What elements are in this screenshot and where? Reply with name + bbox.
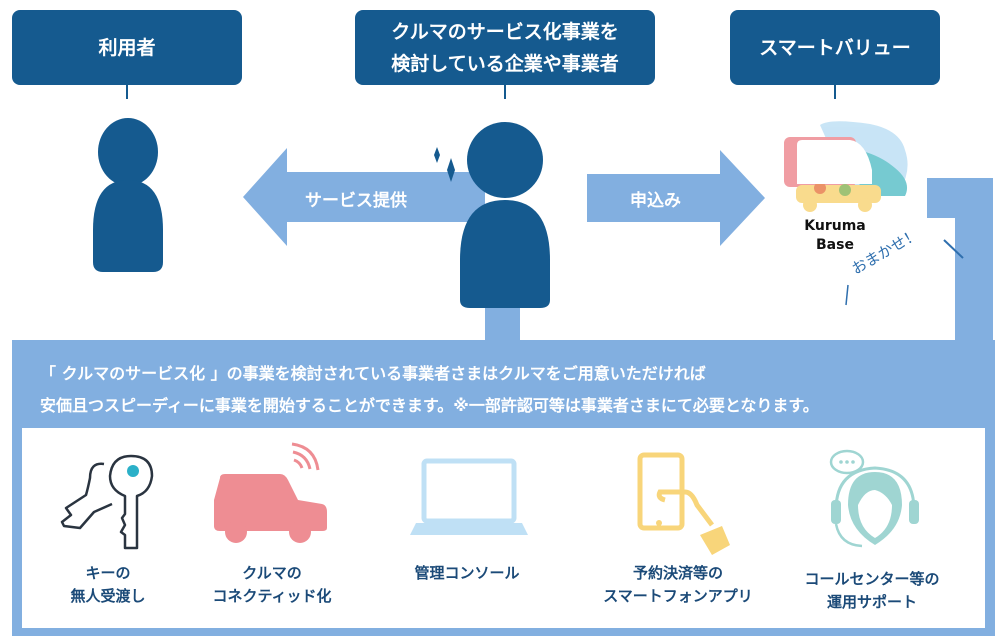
- feature-label-app: 予約決済等の スマートフォンアプリ: [603, 564, 753, 605]
- feature-label-support: コールセンター等の 運用サポート: [804, 570, 940, 611]
- smartphone-icon: [637, 452, 730, 555]
- role-provider-label: スマートバリュー: [730, 10, 940, 99]
- role-business-line1: クルマのサービス化事業を: [391, 20, 619, 43]
- role-user-label: 利用者: [12, 10, 242, 99]
- kuruma-base-logo: [784, 121, 908, 212]
- key-icon: [60, 454, 154, 550]
- apply-arrow-label: 申込み: [630, 191, 681, 211]
- logo-line2: Base: [816, 237, 854, 253]
- description-line2: 安価且つスピーディーに事業を開始することができます。※一部許認可等は事業者さまに…: [40, 396, 819, 415]
- connected-car-icon: [214, 442, 327, 543]
- user-person-icon: [93, 118, 163, 272]
- feature-label-car: クルマの コネクティッド化: [212, 564, 332, 605]
- description-line1: 「 クルマのサービス化 」の事業を検討されている事業者さまはクルマをご用意いただ…: [40, 364, 706, 383]
- feature-label-key: キーの 無人受渡し: [70, 564, 146, 605]
- business-person-icon: [460, 122, 550, 308]
- service-arrow: [243, 148, 485, 246]
- omakase-mark: [943, 239, 964, 259]
- role-user-text: 利用者: [98, 36, 156, 59]
- apply-arrow: [587, 150, 765, 246]
- right-connector: [927, 178, 993, 342]
- headset-operator-icon: [829, 449, 919, 548]
- feature-label-console: 管理コンソール: [414, 564, 520, 582]
- omakase-mark: [845, 284, 849, 306]
- logo-text: Kuruma Base: [795, 217, 875, 255]
- description: 「 クルマのサービス化 」の事業を検討されている事業者さまはクルマをご用意いただ…: [40, 358, 819, 422]
- laptop-icon: [410, 458, 528, 535]
- sparkle-icon: [434, 147, 455, 182]
- logo-line1: Kuruma: [804, 218, 866, 234]
- key-dot: [127, 465, 139, 477]
- role-business-line2: 検討している企業や事業者: [391, 52, 619, 75]
- role-business-label: クルマのサービス化事業を 検討している企業や事業者: [355, 10, 655, 99]
- role-provider-text: スマートバリュー: [759, 36, 911, 59]
- service-arrow-label: サービス提供: [305, 191, 407, 211]
